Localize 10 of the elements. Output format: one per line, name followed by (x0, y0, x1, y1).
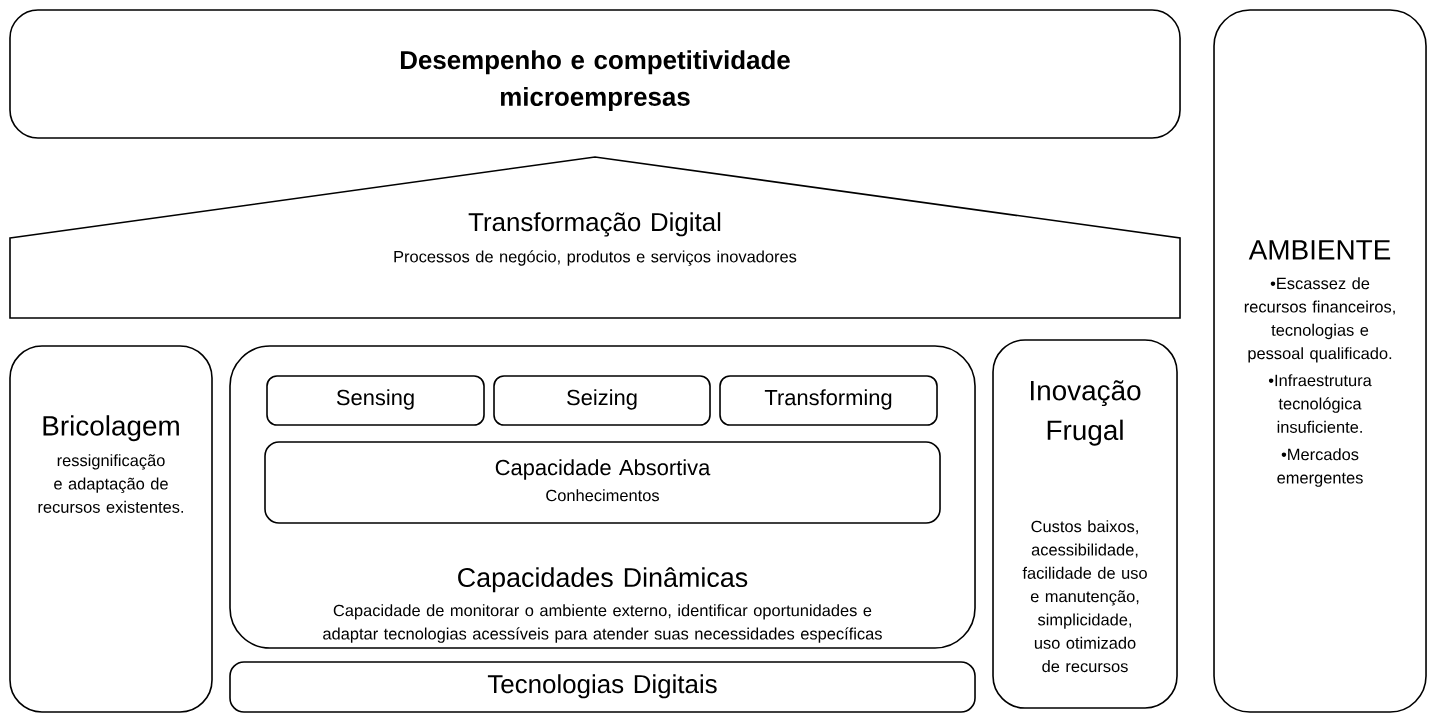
technology-box: Tecnologias Digitais (229, 661, 976, 713)
roof-band: Transformação Digital Processos de negócio, produtos e serviços inovadores (9, 156, 1181, 319)
process-box: Transforming (719, 375, 938, 426)
process-box: Sensing (266, 375, 485, 426)
side-panel: AMBIENTE •Escassez de recursos financeiros, tecnologias e pessoal qualificado. •Infraestrutura tecnológica insuficiente. •Mercados emergentes (1213, 9, 1427, 713)
side-box: Inovação Frugal Custos baixos, acessibilidade, facilidade de uso e manutenção, simplicidade, uso otimizado de recursos (992, 339, 1178, 709)
capability-box: Capacidade Absortiva Conhecimentos (264, 441, 941, 524)
heading-box: Desempenho e competitividade microempresas (9, 9, 1181, 139)
process-box: Seizing (493, 375, 711, 426)
side-box: Bricolagem ressignificação e adaptação de recursos existentes. (9, 345, 213, 713)
